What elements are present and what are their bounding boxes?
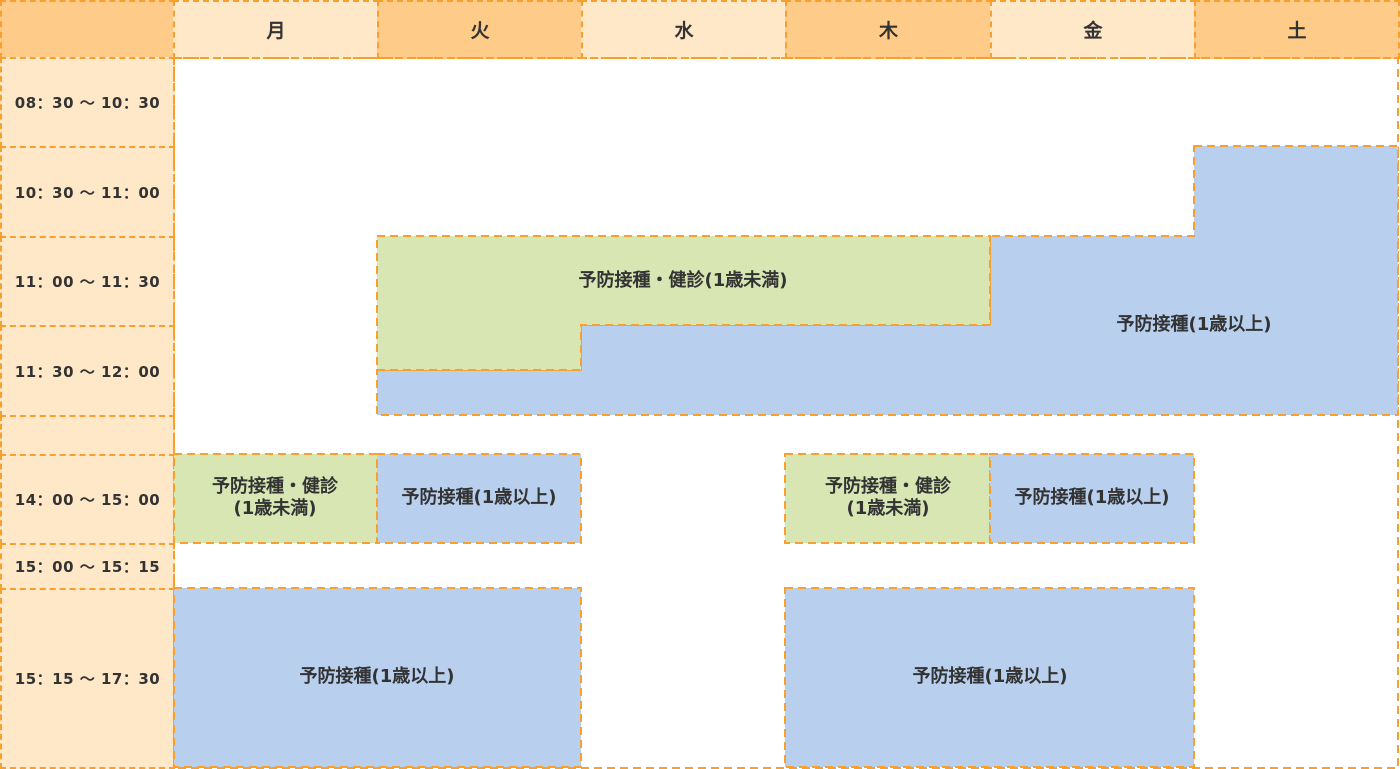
block-mon-infant: [173, 453, 378, 544]
block-fri-over1: [989, 453, 1195, 544]
block-label: 予防接種・健診 (1歳未満): [212, 476, 338, 520]
header-day-thu: 木: [785, 0, 992, 59]
time-slot: 10：30 〜 11：00: [0, 146, 175, 238]
block-label: 予防接種(1歳以上): [1014, 487, 1170, 508]
header-day-mon: 月: [173, 0, 379, 59]
block-infant-am: [376, 235, 991, 371]
header-day-fri: 金: [990, 0, 1196, 59]
block-mon-tue-late: [173, 587, 582, 768]
block-label: 予防接種(1歳以上): [299, 666, 455, 687]
block-label: 予防接種(1歳以上): [912, 666, 1068, 687]
time-slot: 08：30 〜 10：30: [0, 57, 175, 148]
time-slot: 11：30 〜 12：00: [0, 325, 175, 417]
block-thu-infant: [784, 453, 991, 544]
block-label: 予防接種(1歳以上): [401, 487, 557, 508]
block-label-line: (1歳未満): [233, 498, 317, 519]
header-day-sat: 土: [1194, 0, 1400, 59]
block-label-line: (1歳未満): [846, 498, 930, 519]
block-label: 予防接種・健診 (1歳未満): [825, 476, 951, 520]
block-label: 予防接種(1歳以上): [1116, 314, 1272, 335]
time-slot: 15：00 〜 15：15: [0, 543, 175, 590]
block-label-line: 予防接種・健診: [212, 476, 338, 497]
block-label: 予防接種・健診(1歳未満): [578, 270, 788, 291]
block-label-line: 予防接種・健診: [825, 476, 951, 497]
block-thu-fri-late: [784, 587, 1195, 768]
block-tue-over1: [376, 453, 582, 544]
